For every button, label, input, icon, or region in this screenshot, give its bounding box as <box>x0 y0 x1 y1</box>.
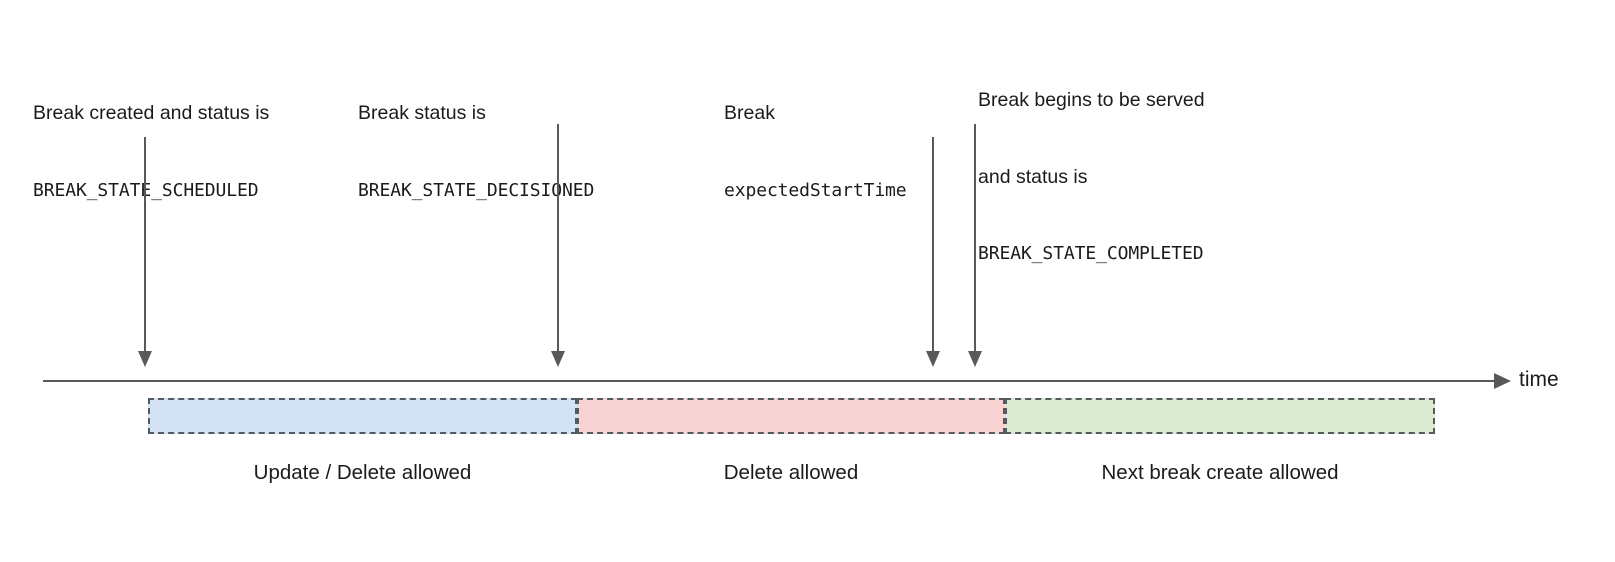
annotation-decisioned-state: BREAK_STATE_DECISIONED <box>358 179 595 201</box>
pointer-arrow-expected-start-time-head <box>926 351 940 367</box>
pointer-arrow-expected-start-time-shaft <box>932 137 934 351</box>
pointer-arrow-decisioned-head <box>551 351 565 367</box>
time-axis-line <box>43 380 1505 382</box>
annotation-expected-start-time-line1: Break <box>724 102 775 124</box>
pointer-arrow-decisioned-shaft <box>557 124 559 351</box>
time-axis-label: time <box>1519 368 1559 391</box>
time-axis-arrow-icon <box>1494 373 1511 389</box>
annotation-completed: Break begins to be served and status is … <box>978 37 1205 318</box>
pointer-arrow-completed-shaft <box>974 124 976 351</box>
phase-bar-delete <box>577 398 1005 434</box>
annotation-decisioned: Break status is BREAK_STATE_DECISIONED <box>358 50 594 254</box>
pointer-arrow-expected-start-time <box>926 137 940 367</box>
phase-caption-next-break-create: Next break create allowed <box>1101 461 1339 484</box>
annotation-expected-start-time: Break expectedStartTime <box>724 50 907 254</box>
annotation-expected-start-time-field: expectedStartTime <box>724 179 907 201</box>
pointer-arrow-completed-head <box>968 351 982 367</box>
phase-caption-delete: Delete allowed <box>723 461 859 484</box>
pointer-arrow-scheduled <box>138 137 152 367</box>
annotation-decisioned-line1: Break status is <box>358 102 486 124</box>
annotation-completed-line2: and status is <box>978 165 1088 188</box>
annotation-scheduled-line1: Break created and status is <box>33 102 270 124</box>
pointer-arrow-decisioned <box>551 124 565 367</box>
phase-bar-update-delete <box>148 398 577 434</box>
phase-caption-update-delete: Update / Delete allowed <box>253 461 472 484</box>
annotation-completed-line1: Break begins to be served <box>978 89 1205 111</box>
pointer-arrow-completed <box>968 124 982 367</box>
pointer-arrow-scheduled-head <box>138 351 152 367</box>
annotation-completed-state: BREAK_STATE_COMPLETED <box>978 243 1204 264</box>
pointer-arrow-scheduled-shaft <box>144 137 146 351</box>
phase-bar-next-break-create <box>1005 398 1435 434</box>
